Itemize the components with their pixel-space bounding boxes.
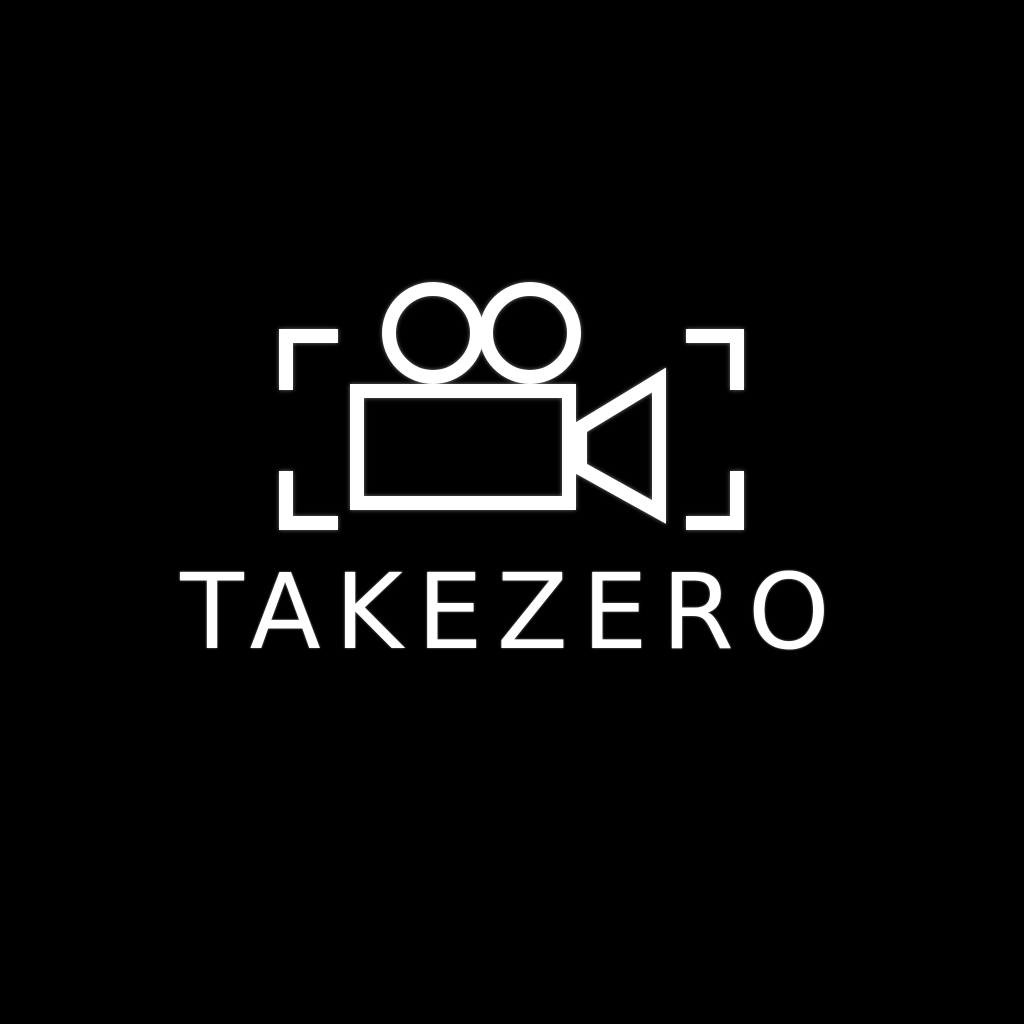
corner-bottom-left-icon: [279, 471, 338, 530]
film-reel-left-icon: [382, 282, 484, 384]
corner-bottom-right-icon: [686, 471, 744, 530]
corner-top-left-icon: [279, 329, 338, 390]
corner-top-right-icon: [686, 329, 744, 390]
brand-wordmark: TAKEZERO: [180, 551, 844, 673]
viewfinder-corners-icon: [279, 329, 744, 530]
camera-lens-icon: [573, 367, 666, 524]
video-camera-icon: [350, 282, 666, 524]
camera-body-icon: [350, 384, 576, 510]
film-reel-right-icon: [479, 282, 581, 384]
